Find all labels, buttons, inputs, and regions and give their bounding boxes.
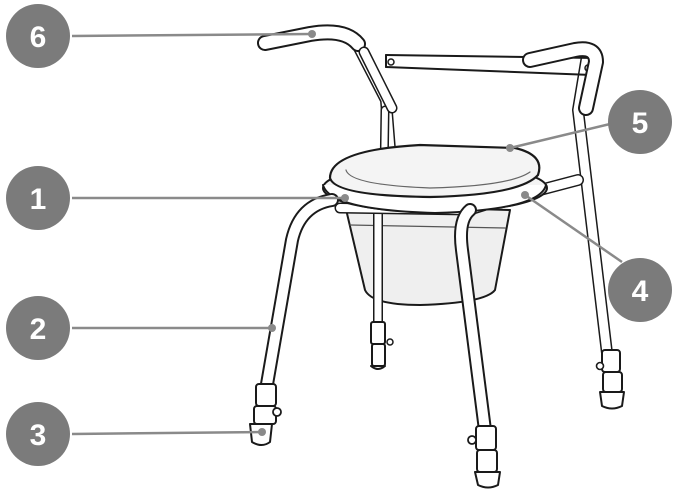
- left-armrest: [257, 24, 398, 114]
- callout-3: 3: [6, 402, 70, 466]
- callout-number: 2: [30, 313, 47, 346]
- callout-2: 2: [6, 296, 70, 360]
- leader-line-4: [524, 193, 623, 264]
- callout-number: 3: [30, 419, 47, 452]
- callout-badge: [6, 296, 70, 360]
- leader-line-3: [71, 430, 263, 436]
- bucket: [344, 204, 511, 306]
- callout-badges: 6 1 2 3 5 4: [6, 4, 672, 466]
- leader-dots: [258, 30, 529, 436]
- lid: [328, 143, 541, 199]
- rear-left-leg: [370, 205, 394, 370]
- callout-5: 5: [608, 90, 672, 154]
- callout-number: 4: [632, 275, 649, 308]
- leader-lines: [71, 32, 623, 436]
- callout-1: 1: [6, 166, 70, 230]
- callout-badge: [6, 402, 70, 466]
- callout-number: 1: [30, 183, 47, 216]
- callout-badge: [608, 258, 672, 322]
- chair-illustration: [249, 24, 625, 489]
- callout-number: 6: [30, 21, 47, 54]
- back-right-foot: [595, 349, 625, 410]
- leader-line-5: [509, 122, 611, 150]
- callout-badge: [6, 4, 70, 68]
- leader-line-6: [71, 32, 313, 38]
- callout-4: 4: [608, 258, 672, 322]
- front-right-leg: [454, 203, 501, 489]
- callout-badge: [6, 166, 70, 230]
- right-armrest: [522, 41, 604, 116]
- callout-6: 6: [6, 4, 70, 68]
- callout-number: 5: [632, 107, 649, 140]
- callout-badge: [608, 90, 672, 154]
- back-right-upright: [572, 44, 618, 401]
- front-left-leg: [249, 193, 339, 446]
